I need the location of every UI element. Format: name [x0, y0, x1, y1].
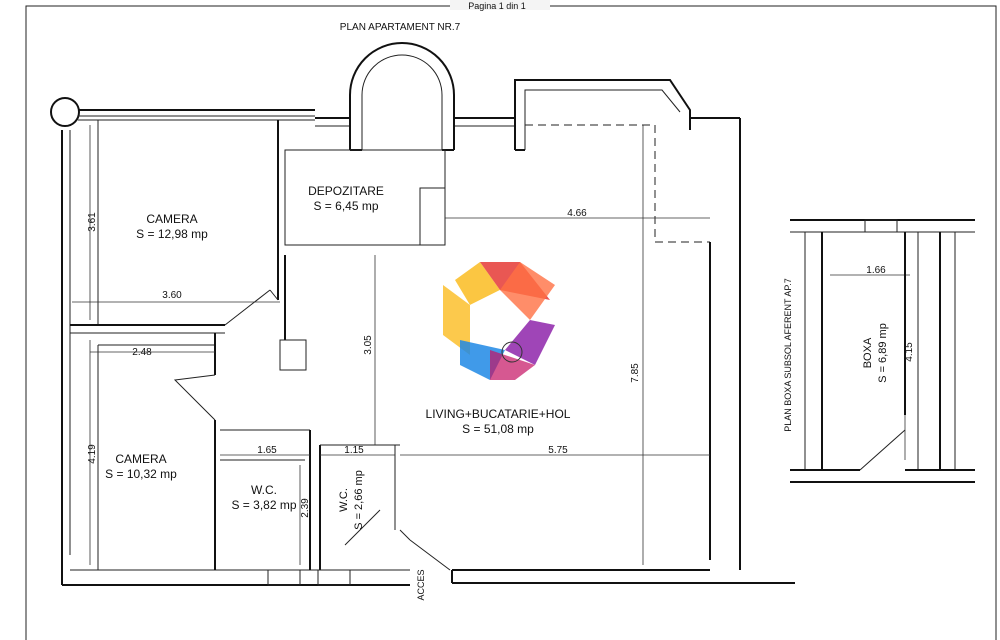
room-area: S = 10,32 mp [105, 467, 177, 481]
page-indicator: Pagina 1 din 1 [468, 1, 526, 11]
dimension-label: 1.65 [257, 445, 277, 456]
corner-column [50, 97, 80, 127]
plan-title: PLAN APARTAMENT NR.7 [340, 22, 461, 33]
room-name: LIVING+BUCATARIE+HOL [426, 407, 571, 421]
dimension-label: 1.15 [344, 445, 364, 456]
dimension-label: 4.15 [904, 342, 915, 362]
room-area: S = 6,45 mp [313, 199, 378, 213]
dimension-label: 5.75 [548, 445, 568, 456]
bay-window [514, 79, 691, 150]
dimension-lines [72, 125, 910, 565]
dimension-label: 3.60 [162, 290, 182, 301]
room-area: S = 2,66 mp [353, 470, 365, 530]
room-name: W.C. [251, 483, 277, 497]
room-area: S = 3,82 mp [231, 498, 296, 512]
dimension-label: 2.39 [300, 498, 311, 518]
room-name: BOXA [862, 337, 874, 368]
room-area: S = 12,98 mp [136, 227, 208, 241]
room-name: DEPOZITARE [308, 184, 384, 198]
room-name: W.C. [338, 488, 350, 512]
dimension-label: 7.85 [630, 363, 641, 383]
room-area: S = 6,89 mp [877, 323, 889, 383]
dimension-label: 1.66 [866, 265, 886, 276]
room-area: S = 51,08 mp [462, 422, 534, 436]
apartment-walls [50, 42, 795, 586]
dimension-label: 4.19 [87, 444, 98, 464]
storage-box-plan [790, 219, 975, 483]
room-name: CAMERA [115, 452, 166, 466]
room-name: CAMERA [146, 212, 197, 226]
dimension-label: 3.05 [363, 335, 374, 355]
dimension-label: 3.61 [87, 212, 98, 232]
storage-plan-label: PLAN BOXA SUBSOL AFERENT AP.7 [783, 278, 793, 431]
arch-window [349, 42, 455, 150]
page-indicator-bg [450, 0, 550, 10]
brand-logo [443, 262, 555, 380]
access-label: ACCES [416, 569, 426, 600]
dimension-label: 2.48 [132, 347, 152, 358]
dimension-label: 4.66 [567, 208, 587, 219]
page-frame [25, 5, 997, 640]
